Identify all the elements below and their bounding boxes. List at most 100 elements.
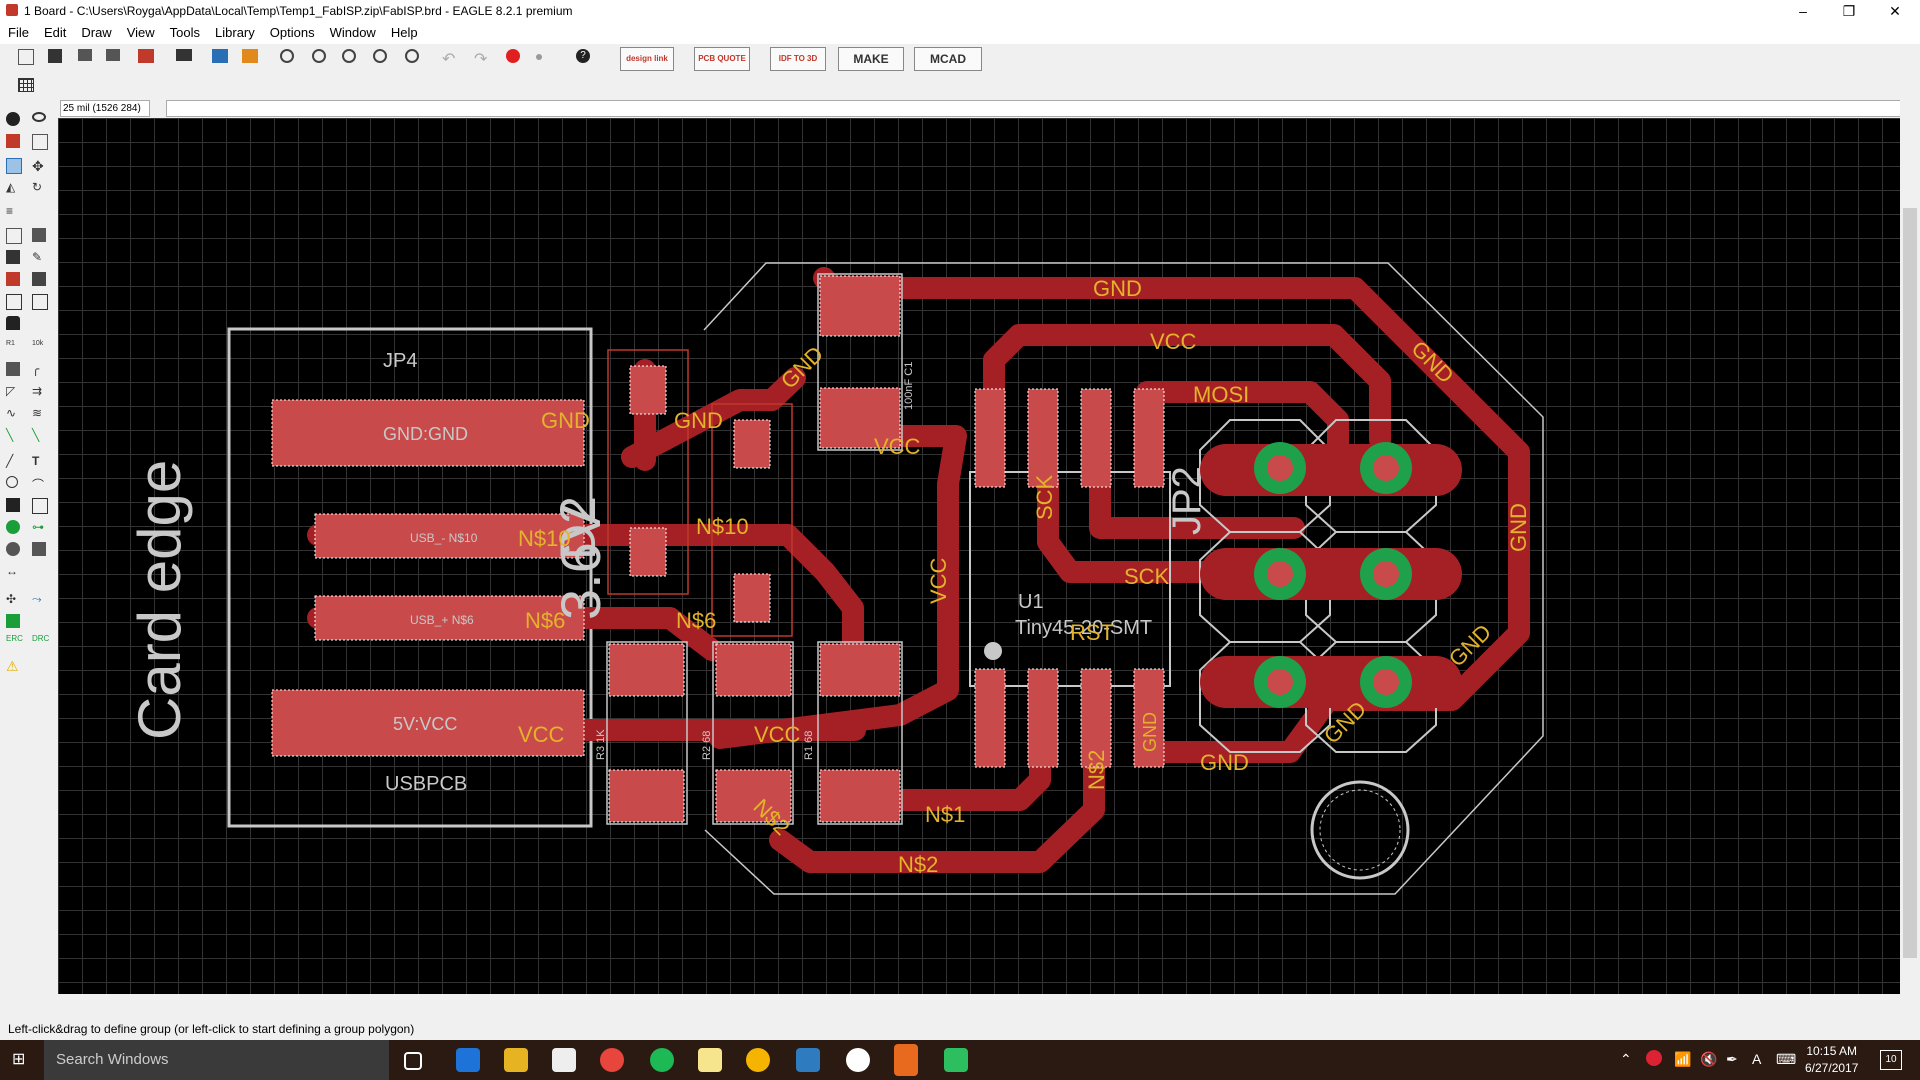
network-icon[interactable]: 📶 bbox=[1674, 1051, 1692, 1067]
route-icon[interactable]: ╲ bbox=[6, 428, 14, 442]
start-icon[interactable]: ⊞ bbox=[12, 1051, 26, 1068]
menu-file[interactable]: File bbox=[8, 25, 29, 40]
attribute-icon[interactable] bbox=[32, 542, 46, 556]
maximize-button[interactable]: ❐ bbox=[1842, 3, 1856, 19]
signal-icon[interactable]: ⊶ bbox=[32, 520, 44, 534]
align-icon[interactable]: ≡ bbox=[6, 204, 14, 218]
copy-icon[interactable] bbox=[6, 228, 22, 244]
command-line-input[interactable] bbox=[166, 100, 1906, 117]
swap-icon[interactable] bbox=[6, 294, 22, 310]
polygon-icon[interactable] bbox=[32, 498, 48, 514]
menu-library[interactable]: Library bbox=[215, 25, 255, 40]
move-icon[interactable]: ✥ bbox=[32, 158, 44, 174]
volume-icon[interactable]: 🔇 bbox=[1700, 1051, 1718, 1067]
info-icon[interactable] bbox=[6, 112, 20, 126]
meander-length-icon[interactable]: ≋ bbox=[32, 406, 43, 420]
ulp-icon[interactable] bbox=[242, 49, 258, 63]
vertical-scrollbar[interactable] bbox=[1900, 98, 1920, 994]
zoom-redraw-icon[interactable] bbox=[373, 49, 387, 63]
pcb-quote-button[interactable]: PCB QUOTE bbox=[694, 47, 750, 71]
delete-icon[interactable] bbox=[6, 250, 20, 264]
go-icon[interactable] bbox=[536, 54, 542, 60]
rectangle-icon[interactable] bbox=[6, 498, 20, 512]
warning-icon[interactable]: ⚠ bbox=[6, 658, 19, 674]
circle-icon[interactable] bbox=[6, 476, 18, 488]
hole-icon[interactable] bbox=[6, 542, 20, 556]
wire-icon[interactable]: ╱ bbox=[6, 454, 14, 468]
board-icon[interactable] bbox=[176, 49, 192, 61]
stop-icon[interactable] bbox=[506, 49, 520, 63]
design-link-button[interactable]: design link bbox=[620, 47, 674, 71]
keyboard-icon[interactable]: ⌨ bbox=[1776, 1051, 1797, 1067]
make-button[interactable]: MAKE bbox=[838, 47, 904, 71]
menu-window[interactable]: Window bbox=[329, 25, 376, 40]
mirror-icon[interactable]: ◭ bbox=[6, 180, 16, 194]
change-icon[interactable]: ✎ bbox=[32, 250, 43, 264]
display-layers-icon[interactable] bbox=[6, 134, 20, 148]
meander-icon[interactable]: ∿ bbox=[6, 406, 17, 420]
split-icon[interactable]: ◸ bbox=[6, 384, 16, 398]
show-icon[interactable] bbox=[32, 112, 46, 122]
smash-icon[interactable] bbox=[6, 362, 20, 376]
add-icon[interactable] bbox=[6, 272, 20, 286]
value-icon[interactable]: 10k bbox=[32, 340, 44, 347]
eagle-taskbar-icon[interactable] bbox=[894, 1044, 918, 1076]
zoom-fit-icon[interactable] bbox=[280, 49, 294, 63]
paste-icon[interactable] bbox=[32, 228, 46, 242]
taskbar-clock[interactable]: 10:15 AM 6/27/2017 bbox=[1805, 1043, 1858, 1077]
dimension-icon[interactable]: ↔ bbox=[6, 564, 18, 578]
text-icon[interactable]: T bbox=[32, 454, 40, 468]
lock-icon[interactable] bbox=[6, 316, 20, 330]
via-icon[interactable] bbox=[6, 520, 20, 534]
lock-part-icon[interactable] bbox=[32, 294, 48, 310]
group-select-icon[interactable] bbox=[6, 158, 22, 174]
tray-app-icon[interactable] bbox=[1646, 1050, 1662, 1066]
mcad-button[interactable]: MCAD bbox=[914, 47, 982, 71]
taskbar-search[interactable]: Search Windows bbox=[44, 1040, 389, 1080]
close-button[interactable]: ✕ bbox=[1889, 3, 1901, 19]
zoom-in-icon[interactable] bbox=[312, 49, 326, 63]
open-icon[interactable] bbox=[18, 49, 34, 65]
menu-help[interactable]: Help bbox=[390, 25, 418, 40]
notification-icon[interactable]: 10 bbox=[1880, 1050, 1902, 1070]
board-canvas[interactable]: Card edge JP4 USBPCB GND:GND USB_- N$10 … bbox=[58, 118, 1900, 994]
save-icon[interactable] bbox=[48, 49, 62, 63]
file-explorer-icon[interactable] bbox=[504, 1048, 528, 1072]
minimize-button[interactable]: – bbox=[1799, 3, 1807, 19]
schematic-icon[interactable] bbox=[138, 49, 154, 63]
menu-edit[interactable]: Edit bbox=[43, 25, 67, 40]
spotify-icon[interactable] bbox=[650, 1048, 674, 1072]
script-icon[interactable] bbox=[212, 49, 228, 63]
redo-icon[interactable]: ↷ bbox=[474, 51, 488, 68]
store-icon[interactable] bbox=[552, 1048, 576, 1072]
sticky-notes-icon[interactable] bbox=[698, 1048, 722, 1072]
autorouter-icon[interactable]: ⤳ bbox=[32, 592, 42, 606]
replace-icon[interactable] bbox=[32, 272, 46, 286]
menu-options[interactable]: Options bbox=[269, 25, 315, 40]
menu-tools[interactable]: Tools bbox=[169, 25, 201, 40]
chrome-canary-icon[interactable] bbox=[746, 1048, 770, 1072]
optimize-icon[interactable]: ⇉ bbox=[32, 384, 43, 398]
ripup-icon[interactable]: ╲ bbox=[32, 428, 40, 442]
name-icon[interactable]: R1 bbox=[6, 340, 15, 347]
cam-icon[interactable] bbox=[106, 49, 120, 61]
language-icon[interactable]: A bbox=[1752, 1051, 1762, 1067]
miter-icon[interactable]: ╭ bbox=[32, 362, 40, 376]
evernote-icon[interactable] bbox=[944, 1048, 968, 1072]
slack-icon[interactable] bbox=[846, 1048, 870, 1072]
print-icon[interactable] bbox=[78, 49, 92, 61]
erc-icon[interactable]: ERC bbox=[6, 634, 23, 643]
zoom-out-icon[interactable] bbox=[342, 49, 356, 63]
arc-icon[interactable]: ⌒ bbox=[32, 478, 45, 492]
zoom-select-icon[interactable] bbox=[405, 49, 419, 63]
idf-to-3d-button[interactable]: IDF TO 3D bbox=[770, 47, 826, 71]
undo-icon[interactable]: ↶ bbox=[442, 51, 456, 68]
edge-icon[interactable] bbox=[456, 1048, 480, 1072]
pen-icon[interactable]: ✒ bbox=[1726, 1051, 1738, 1067]
task-view-icon[interactable] bbox=[404, 1052, 422, 1070]
grid-icon[interactable] bbox=[18, 78, 34, 92]
help-icon[interactable]: ? bbox=[576, 49, 590, 63]
chrome-icon[interactable] bbox=[600, 1048, 624, 1072]
vertical-scroll-thumb[interactable] bbox=[1903, 208, 1917, 958]
rotate-icon[interactable]: ↻ bbox=[32, 180, 43, 194]
